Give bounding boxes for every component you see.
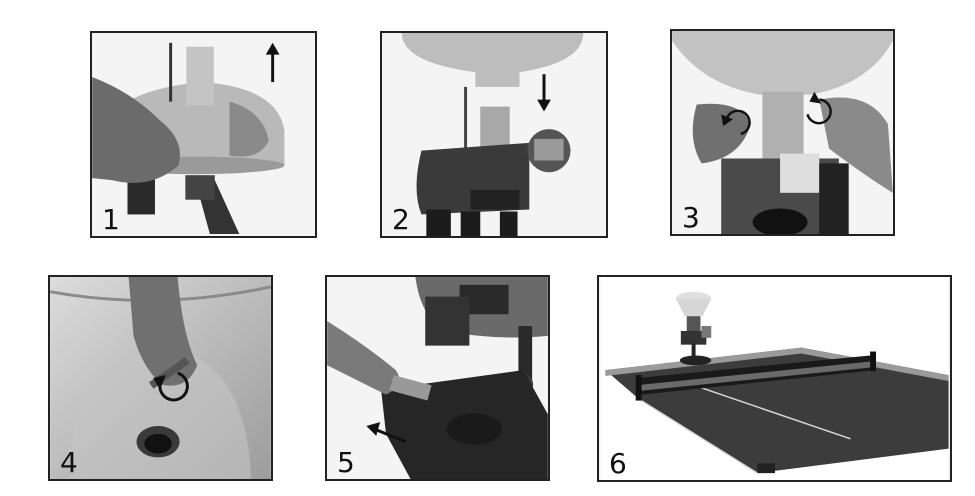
step-number: 1 [102, 203, 120, 236]
step-panel-6: 6 [597, 275, 952, 482]
step-2-illustration [382, 33, 606, 236]
rotate-icon [153, 371, 189, 402]
step-panel-3: 3 [670, 29, 895, 236]
step-number: 3 [682, 201, 700, 234]
arrow-up-icon [265, 42, 280, 83]
step-number: 6 [609, 447, 627, 480]
arrow-left-icon [366, 422, 407, 444]
step-number: 5 [337, 446, 355, 479]
step-1-illustration [92, 33, 315, 236]
rotate-icon [721, 109, 751, 136]
step-panel-2: 2 [380, 31, 608, 238]
step-number: 2 [392, 203, 410, 236]
step-number: 4 [60, 446, 78, 479]
step-4-illustration [50, 277, 271, 479]
step-panel-4: 4 [48, 275, 273, 481]
step-5-illustration [327, 277, 548, 479]
step-6-illustration [600, 277, 949, 480]
step-panel-5: 5 [325, 275, 550, 481]
arrow-down-icon [537, 74, 551, 112]
step-panel-1: 1 [90, 31, 317, 238]
rotate-icon [806, 91, 832, 125]
step-3-illustration [672, 31, 893, 234]
